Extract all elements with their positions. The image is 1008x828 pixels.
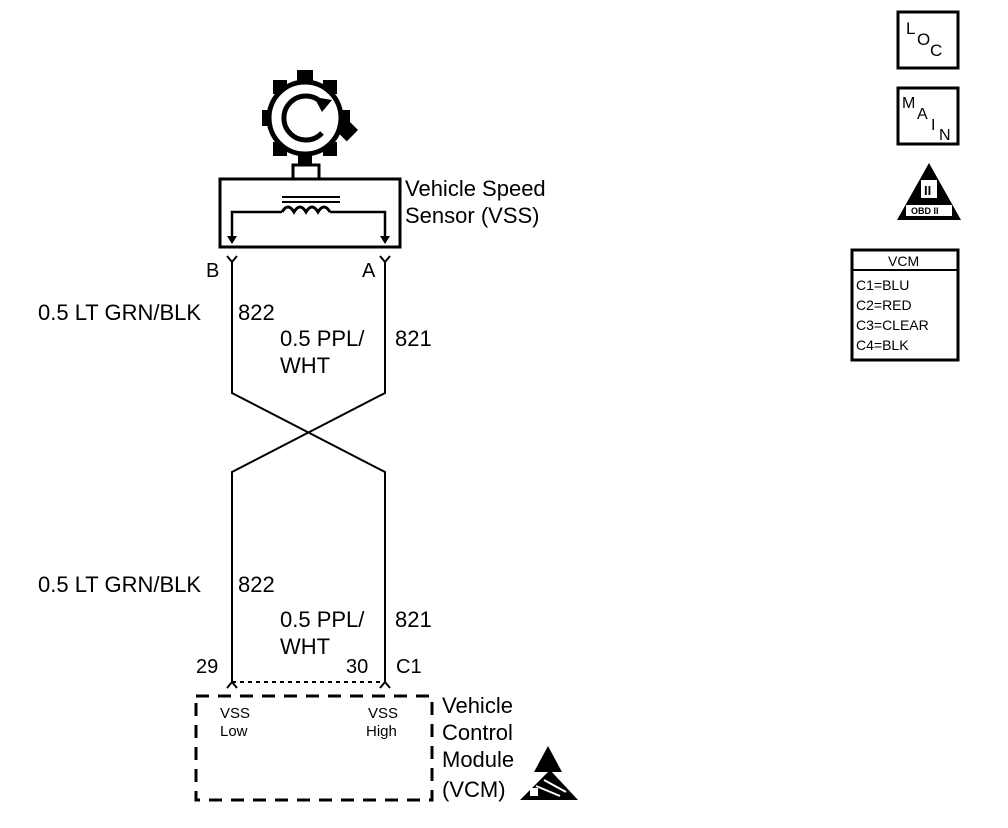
vss-title-line1: Vehicle Speed xyxy=(405,176,546,201)
lower-left-circuit: 822 xyxy=(238,572,275,597)
legend-row-c2: C2=RED xyxy=(856,297,912,313)
obd-ii-icon[interactable]: II OBD II xyxy=(897,163,961,220)
vss-low-line1: VSS xyxy=(220,705,250,722)
connector-color-legend: VCM C1=BLU C2=RED C3=CLEAR C4=BLK xyxy=(850,248,960,362)
vcm-name-line2: Control xyxy=(442,720,513,745)
upper-left-circuit: 822 xyxy=(238,300,275,325)
vcm-name-line1: Vehicle xyxy=(442,693,513,718)
obd-symbol: II xyxy=(924,183,931,198)
esd-warning-icon xyxy=(520,746,578,800)
vss-pin-a: A xyxy=(362,260,376,282)
vcm-name-line3: Module xyxy=(442,747,514,772)
upper-right-circuit: 821 xyxy=(395,326,432,351)
loc-icon[interactable]: L O C xyxy=(896,10,960,70)
vss-pin-b: B xyxy=(206,260,219,282)
vss-title-line2: Sensor (VSS) xyxy=(405,203,540,228)
loc-letter-o: O xyxy=(917,30,930,49)
sensor-shaft xyxy=(291,163,321,181)
legend-row-c4: C4=BLK xyxy=(856,337,909,353)
upper-right-wire-label-line2: WHT xyxy=(280,353,330,378)
obd-label: OBD II xyxy=(911,206,939,216)
main-icon[interactable]: M A I N xyxy=(896,86,960,146)
upper-right-wire-label-line1: 0.5 PPL/ xyxy=(280,326,365,351)
lower-right-circuit: 821 xyxy=(395,607,432,632)
vcm-module-outline xyxy=(194,694,434,802)
vcm-pin-29: 29 xyxy=(196,656,218,678)
vcm-connector-c1: C1 xyxy=(396,656,422,678)
legend-title: VCM xyxy=(888,253,919,269)
vss-low-line2: Low xyxy=(220,723,248,740)
loc-letter-l: L xyxy=(906,19,915,38)
vcm-pin-30: 30 xyxy=(346,656,368,678)
upper-left-wire-label: 0.5 LT GRN/BLK xyxy=(38,300,201,325)
vss-high-line2: High xyxy=(366,723,397,740)
main-letter-n: N xyxy=(939,127,951,144)
vcm-terminals xyxy=(226,680,391,689)
main-letter-m: M xyxy=(902,95,915,112)
legend-row-c3: C3=CLEAR xyxy=(856,317,929,333)
vss-sensor-body xyxy=(218,177,402,249)
loc-letter-c: C xyxy=(930,41,942,60)
lower-right-wire-label-line1: 0.5 PPL/ xyxy=(280,607,365,632)
legend-row-c1: C1=BLU xyxy=(856,277,909,293)
vss-high-line1: VSS xyxy=(368,705,398,722)
lower-left-wire-label: 0.5 LT GRN/BLK xyxy=(38,572,201,597)
main-letter-i: I xyxy=(931,117,935,134)
lower-right-wire-label-line2: WHT xyxy=(280,634,330,659)
rotating-gear-icon xyxy=(262,70,359,166)
twisted-pair-wires xyxy=(231,262,386,682)
main-letter-a: A xyxy=(917,106,928,123)
vcm-name-line4: (VCM) xyxy=(442,777,506,802)
